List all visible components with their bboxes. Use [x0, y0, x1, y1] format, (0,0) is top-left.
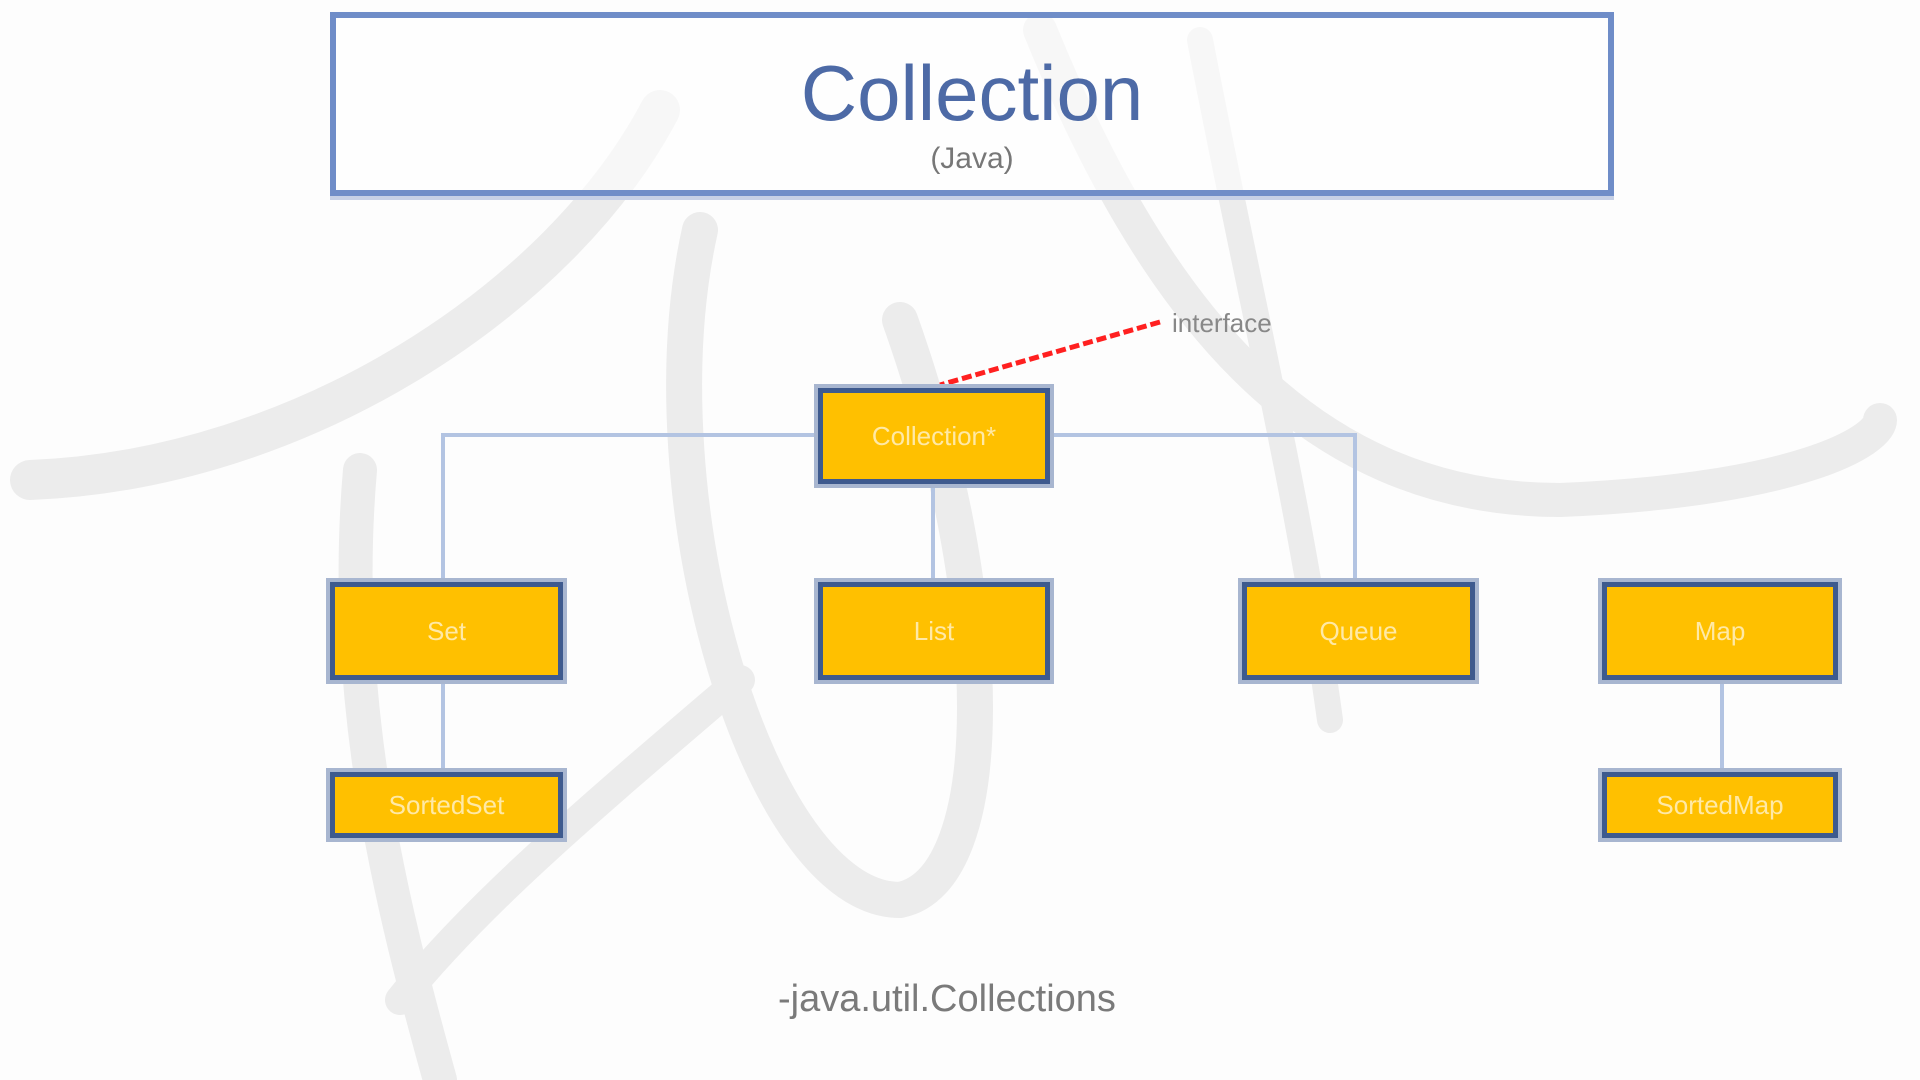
node-sortedmap: SortedMap	[1602, 772, 1838, 838]
node-map: Map	[1602, 582, 1838, 680]
title-box: Collection (Java)	[330, 12, 1614, 196]
page-title: Collection	[800, 49, 1144, 137]
footer-note: -java.util.Collections	[778, 978, 1116, 1020]
node-list: List	[818, 582, 1050, 680]
connector-collection-set	[441, 433, 818, 580]
interface-arrow	[939, 319, 1161, 388]
node-sortedset: SortedSet	[330, 772, 563, 838]
connector-collection-queue	[1050, 433, 1357, 580]
node-set: Set	[330, 582, 563, 680]
node-queue: Queue	[1242, 582, 1475, 680]
interface-label: interface	[1172, 308, 1272, 338]
node-collection: Collection*	[818, 388, 1050, 484]
page-subtitle: (Java)	[930, 142, 1014, 175]
